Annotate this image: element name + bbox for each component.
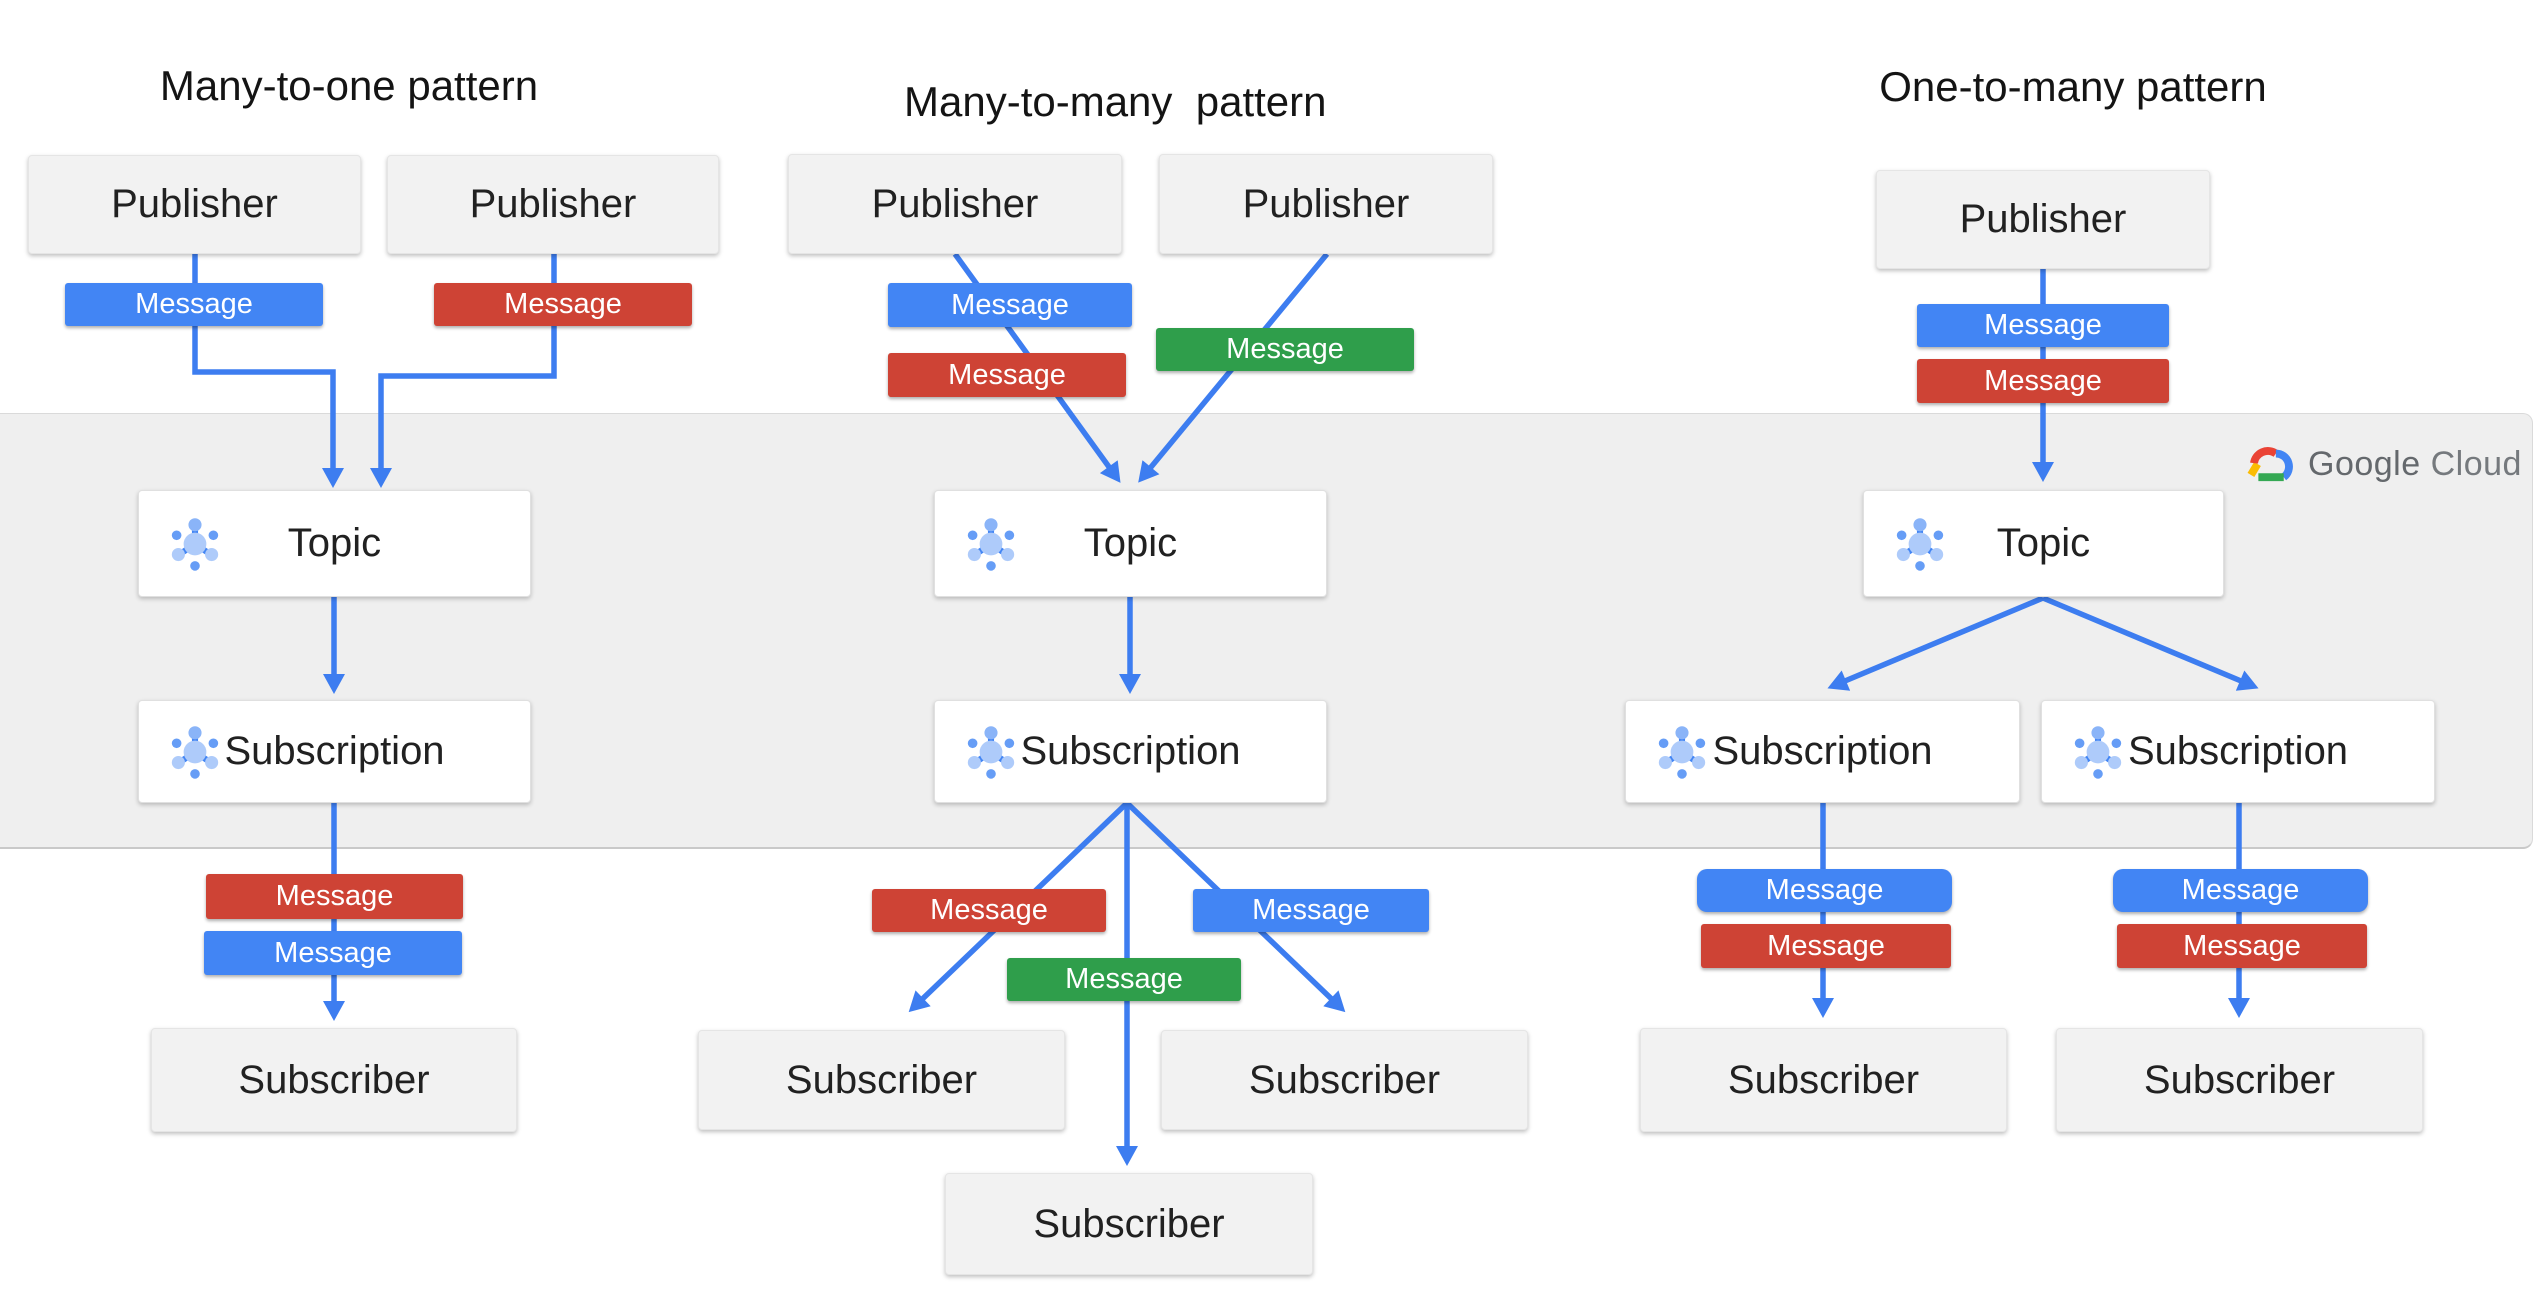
subscriber-label: Subscriber [1248,1057,1441,1102]
subscriber-label: Subscriber [785,1057,978,1102]
publisher-box: Publisher [788,154,1122,254]
pubsub-topic-icon [167,516,223,572]
subscription-label: Subscription [1712,729,1933,773]
logo-google-text: Google [2308,444,2421,483]
subscription-label: Subscription [2127,729,2349,773]
message-badge: Message [1193,889,1429,932]
google-cloud-logo: Google Cloud [2240,441,2522,487]
subscriber-box: Subscriber [945,1173,1313,1275]
message-badge: Message [1917,304,2169,347]
publisher-box: Publisher [1876,170,2210,269]
message-badge: Message [204,931,462,975]
pubsub-subscription-icon [167,724,223,780]
pubsub-topic-icon [963,516,1019,572]
publisher-label: Publisher [469,182,637,226]
subscription-label: Subscription [224,729,445,773]
pubsub-subscription-icon [963,724,1019,780]
publisher-label: Publisher [871,181,1039,226]
message-badge: Message [1156,328,1414,371]
arrow-connector [1827,595,2045,691]
logo-cloud-text: Cloud [2430,444,2522,483]
subscriber-box: Subscriber [151,1028,517,1132]
topic-label: Topic [1083,521,1178,565]
publisher-box: Publisher [387,155,719,254]
message-badge: Message [434,283,692,326]
topic-box: Topic [138,490,531,597]
publisher-label: Publisher [111,182,278,226]
arrow-connector [2041,595,2259,691]
subscriber-label: Subscriber [2143,1057,2336,1102]
subscriber-label: Subscriber [1033,1201,1225,1246]
google-cloud-icon [2247,447,2293,482]
pattern-title: Many-to-many pattern [904,78,1327,125]
topic-box: Topic [1863,490,2224,597]
subscription-label: Subscription [1020,729,1241,773]
subscriber-box: Subscriber [1640,1028,2007,1132]
message-badge: Message [2117,924,2367,968]
message-badge: Message [1007,958,1241,1001]
subscriber-box: Subscriber [2056,1028,2423,1132]
google-cloud-wordmark: Google Cloud [2308,445,2522,484]
publisher-box: Publisher [1159,154,1493,254]
message-badge: Message [1697,869,1952,912]
pattern-title: One-to-many pattern [1879,63,2267,110]
message-badge: Message [65,283,323,326]
subscription-box: Subscription [2041,700,2435,803]
pubsub-subscription-icon [1654,724,1710,780]
subscriber-label: Subscriber [238,1057,430,1102]
topic-label: Topic [1996,521,2091,565]
message-badge: Message [206,874,463,919]
topic-box: Topic [934,490,1327,597]
message-badge: Message [888,283,1132,327]
pattern-title: Many-to-one pattern [159,62,539,109]
subscriber-box: Subscriber [1161,1030,1528,1130]
pubsub-topic-icon [1892,516,1948,572]
message-badge: Message [1917,359,2169,403]
publisher-box: Publisher [28,155,361,254]
subscriber-box: Subscriber [698,1030,1065,1130]
publisher-label: Publisher [1959,197,2127,241]
topic-label: Topic [287,521,382,565]
message-badge: Message [1701,924,1951,968]
publisher-label: Publisher [1242,181,1410,226]
message-badge: Message [872,889,1106,932]
pubsub-subscription-icon [2070,724,2126,780]
subscription-box: Subscription [1625,700,2020,803]
subscription-box: Subscription [934,700,1327,803]
subscriber-label: Subscriber [1727,1057,1920,1102]
message-badge: Message [888,353,1126,397]
message-badge: Message [2113,869,2368,912]
subscription-box: Subscription [138,700,531,803]
